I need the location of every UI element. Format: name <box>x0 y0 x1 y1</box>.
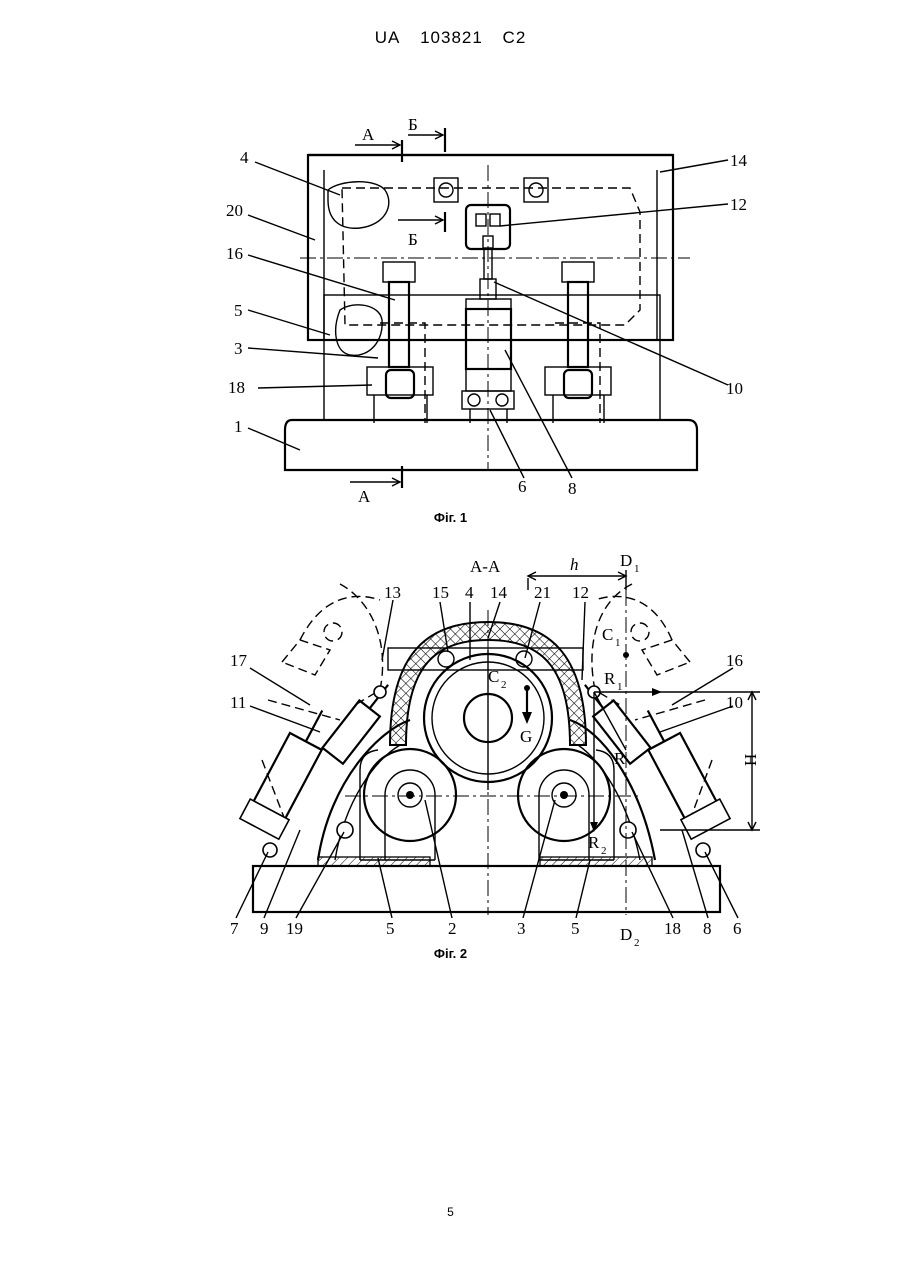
fig2-callout-15: 15 <box>432 583 449 602</box>
fig2-point-d1: D <box>620 551 632 570</box>
fig2-callout-6: 6 <box>733 919 742 938</box>
page-number: 5 <box>0 1205 901 1219</box>
fig1-section-a-bottom: А <box>358 487 371 506</box>
header-kind-code: C2 <box>503 28 527 47</box>
fig1-section-b-mid: Б <box>408 230 418 249</box>
fig2-point-d1-sub: 1 <box>634 563 640 575</box>
fig2-rollers <box>360 749 614 860</box>
figure-2-drawing: А-А h D 1 D 2 C 1 C 2 G R R 1 R 2 H 13 1… <box>0 540 901 970</box>
figure-2-caption: Фіг. 2 <box>0 946 901 961</box>
fig2-callout-8: 8 <box>703 919 712 938</box>
fig1-callout-10: 10 <box>726 379 743 398</box>
fig2-callout-11: 11 <box>230 693 246 712</box>
fig2-labels: А-А h D 1 D 2 C 1 C 2 G R R 1 R 2 H 13 1… <box>230 551 760 949</box>
fig2-callout-19: 19 <box>286 919 303 938</box>
fig2-point-g: G <box>520 727 532 746</box>
fig2-callout-10: 10 <box>726 693 743 712</box>
fig2-dimension-h: h <box>570 555 579 574</box>
figure-1-caption: Фіг. 1 <box>0 510 901 525</box>
fig1-section-a-top: А <box>362 125 375 144</box>
fig2-callout-7: 7 <box>230 919 239 938</box>
fig1-section-b-top: Б <box>408 115 418 134</box>
document-header: UA 103821 C2 <box>0 28 901 48</box>
fig2-point-r1-sub: 1 <box>617 681 623 693</box>
fig2-dashed-swung-positions <box>262 584 712 820</box>
fig2-callout-5-right: 5 <box>571 919 580 938</box>
fig1-callout-14: 14 <box>730 151 748 170</box>
fig2-point-r1: R <box>604 669 616 688</box>
fig1-callout-6: 6 <box>518 477 527 496</box>
fig2-callout-21: 21 <box>534 583 551 602</box>
fig1-callout-16: 16 <box>226 244 243 263</box>
fig2-callout-4: 4 <box>465 583 474 602</box>
fig1-callout-12: 12 <box>730 195 747 214</box>
fig2-callout-5-left: 5 <box>386 919 395 938</box>
fig1-top-fittings <box>434 178 548 279</box>
fig2-section-title: А-А <box>470 557 501 576</box>
fig1-callout-1: 1 <box>234 417 243 436</box>
fig2-point-r2: R <box>588 833 600 852</box>
fig2-point-r2-sub: 2 <box>601 845 607 857</box>
fig2-point-c2: C <box>488 667 499 686</box>
fig2-callout-9: 9 <box>260 919 269 938</box>
fig2-base-plate <box>253 857 720 912</box>
fig2-point-r: R <box>614 749 626 768</box>
fig2-callout-12: 12 <box>572 583 589 602</box>
fig2-point-c2-sub: 2 <box>501 679 507 691</box>
fig2-callout-17: 17 <box>230 651 248 670</box>
fig2-callout-3: 3 <box>517 919 526 938</box>
fig2-point-c1-sub: 1 <box>615 637 621 649</box>
fig2-point-c1: C <box>602 625 613 644</box>
fig2-callout-18: 18 <box>664 919 681 938</box>
fig2-callout-16: 16 <box>726 651 743 670</box>
fig2-dimension-H: H <box>741 754 760 766</box>
figure-1-drawing: 4 20 16 5 3 18 1 14 12 10 6 8 А Б Б А <box>0 110 901 530</box>
fig2-callout-14: 14 <box>490 583 508 602</box>
fig1-callout-20: 20 <box>226 201 243 220</box>
fig2-point-d2: D <box>620 925 632 944</box>
fig2-callout-13: 13 <box>384 583 401 602</box>
header-patent-number: 103821 <box>420 28 483 47</box>
fig1-callout-labels: 4 20 16 5 3 18 1 14 12 10 6 8 А Б Б А <box>226 115 748 506</box>
fig1-callout-5: 5 <box>234 301 243 320</box>
fig2-callout-2: 2 <box>448 919 457 938</box>
fig1-right-actuator <box>545 262 611 423</box>
fig1-frame <box>300 155 690 470</box>
fig1-base <box>285 420 697 470</box>
fig1-callout-3: 3 <box>234 339 243 358</box>
fig1-callout-8: 8 <box>568 479 577 498</box>
header-country-code: UA <box>375 28 401 47</box>
fig1-callout-18: 18 <box>228 378 245 397</box>
fig1-callout-4: 4 <box>240 148 249 167</box>
fig2-hood-arch <box>388 622 586 745</box>
